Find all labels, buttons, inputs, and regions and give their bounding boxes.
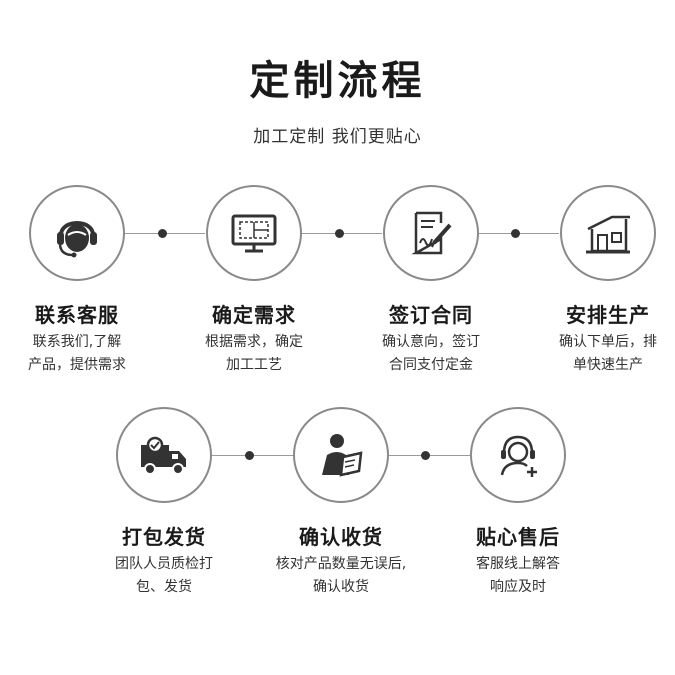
step-circle [29,185,125,281]
step-circle [470,407,566,503]
connector-dot [158,229,167,238]
connector-dot [245,451,254,460]
desc-line: 单快速生产 [573,357,643,373]
desc-line: 合同支付定金 [389,357,473,373]
connector-dot [335,229,344,238]
person-reading-icon [322,434,363,477]
step-title: 安排生产 [566,303,650,327]
delivery-truck-icon [141,436,186,475]
factory-icon [586,215,630,254]
step-title: 确定需求 [212,303,296,327]
step-title: 打包发货 [122,525,206,549]
step-description: 确认意向，签订 合同支付定金 [358,331,504,377]
desc-line: 产品，提供需求 [28,357,126,373]
connector-dot [511,229,520,238]
step-title: 确认收货 [299,525,383,549]
step-description: 联系我们,了解 产品，提供需求 [4,331,150,377]
step-description: 核对产品数量无误后, 确认收货 [248,553,434,599]
step-description: 根据需求，确定 加工工艺 [181,331,327,377]
contract-sign-icon [411,211,452,255]
desc-line: 联系我们,了解 [32,334,122,350]
step-circle [560,185,656,281]
step-title: 签订合同 [389,303,473,327]
desc-line: 根据需求，确定 [205,334,303,350]
monitor-icon [231,214,277,253]
step-description: 客服线上解答 响应及时 [445,553,591,599]
page-title: 定制流程 [249,58,426,104]
desc-line: 包、发货 [136,579,192,595]
desc-line: 团队人员质检打 [115,556,213,572]
step-description: 团队人员质检打 包、发货 [91,553,237,599]
step-circle [293,407,389,503]
support-agent-icon [500,435,537,477]
desc-line: 确认下单后，排 [559,334,657,350]
step-title: 联系客服 [35,303,119,327]
step-title: 贴心售后 [476,525,560,549]
connector-dot [421,451,430,460]
desc-line: 确认收货 [313,579,369,595]
desc-line: 确认意向，签订 [382,334,480,350]
step-description: 确认下单后，排 单快速生产 [535,331,675,377]
step-circle [206,185,302,281]
step-circle [116,407,212,503]
desc-line: 客服线上解答 [476,556,560,572]
step-circle [383,185,479,281]
headset-icon [57,221,97,258]
desc-line: 核对产品数量无误后, [275,556,407,572]
desc-line: 响应及时 [490,579,546,595]
desc-line: 加工工艺 [226,357,282,373]
page-subtitle: 加工定制 我们更贴心 [253,127,422,147]
